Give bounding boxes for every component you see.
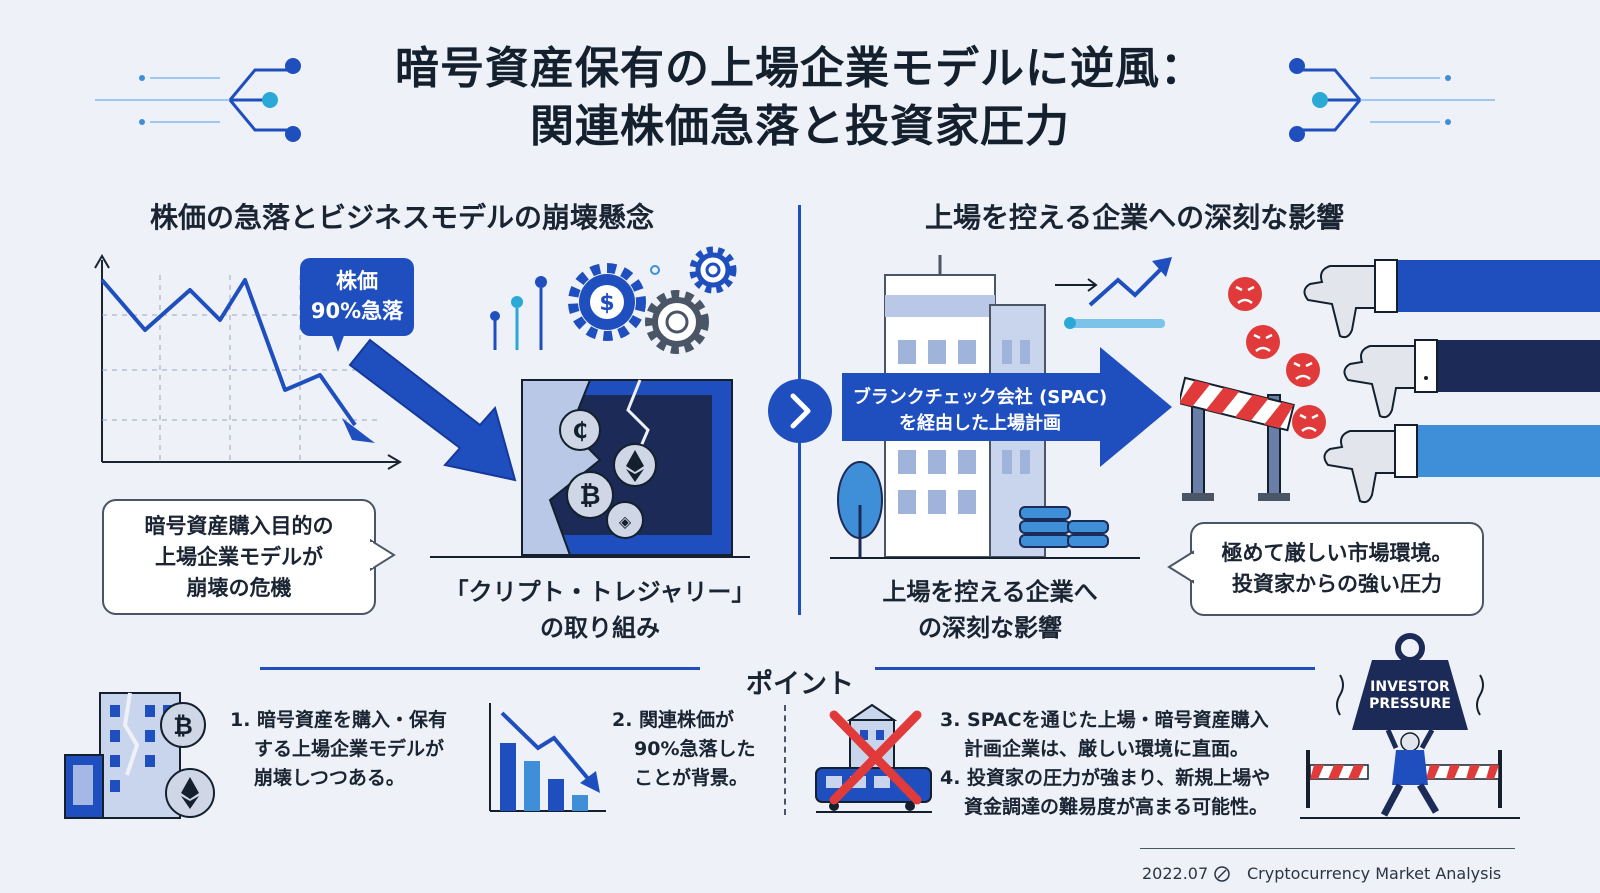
title-line-2: 関連株価急落と投資家圧力	[530, 101, 1070, 152]
spac-arrow-line-2: を経由した上場計画	[899, 413, 1061, 434]
ethereum-coin-icon	[613, 443, 657, 487]
spac-arrow-label: ブランクチェック会社 (SPAC) を経由した上場計画	[850, 385, 1110, 437]
chain-link-icon	[1214, 866, 1230, 882]
thumbs-down-icon-3	[1323, 424, 1600, 504]
point-3: 3. SPACを通じた上場・暗号資産購入 計画企業は、厳しい環境に直面。	[940, 706, 1269, 764]
ipo-impact-caption: 上場を控える企業へ の深刻な影響	[840, 574, 1140, 646]
footer-rule	[1140, 848, 1515, 849]
points-rule-left	[260, 667, 700, 670]
svg-text:$: $	[599, 291, 614, 316]
angry-face-icon	[1228, 277, 1262, 311]
investor-pressure-line-1: INVESTOR	[1370, 679, 1450, 695]
left-callout-line-3: 崩壊の危機	[186, 575, 292, 600]
barrier-icon	[1180, 376, 1295, 501]
circuit-node-icon-left	[95, 58, 301, 142]
right-section-heading: 上場を控える企業への深刻な影響	[925, 201, 1345, 234]
crypto-treasury-caption: 「クリプト・トレジャリー」 の取り組み	[440, 574, 760, 646]
footer-label: Cryptocurrency Market Analysis	[1247, 864, 1502, 883]
x-cross-icon	[829, 710, 922, 805]
gear-icon-small	[689, 246, 737, 294]
point-1-line-1: 1. 暗号資産を購入・保有	[230, 709, 448, 731]
crypto-vault: ₵ ₿ ◈	[430, 379, 750, 558]
left-callout-line-2: 上場企業モデルが	[155, 544, 323, 569]
growth-chart-icon	[1055, 257, 1172, 329]
big-drop-arrow	[330, 330, 517, 482]
chevron-right-icon	[768, 379, 832, 443]
point-1-line-2: する上場企業モデルが	[254, 738, 445, 760]
footer-date: 2022.07	[1142, 864, 1209, 883]
svg-text:₿: ₿	[579, 481, 600, 511]
svg-text:₵: ₵	[572, 419, 587, 444]
right-callout-tail	[1167, 550, 1194, 584]
angry-face-icon-2	[1246, 325, 1280, 359]
right-callout-line-1: 極めて厳しい市場環境。	[1221, 541, 1453, 565]
ethereum-coin-icon-small	[165, 768, 215, 818]
point-3-line-1: 3. SPACを通じた上場・暗号資産購入	[940, 709, 1269, 731]
bitcoin-coin-icon-small: ₿	[160, 702, 206, 748]
angry-face-icon-3	[1286, 353, 1320, 387]
page-title: 暗号資産保有の上場企業モデルに逆風： 関連株価急落と投資家圧力	[0, 40, 1600, 156]
point-2-line-2: 90%急落した	[634, 738, 756, 760]
points-heading: ポイント	[746, 669, 854, 700]
left-callout-line-1: 暗号資産購入目的の	[144, 513, 334, 538]
svg-text:₿: ₿	[173, 712, 193, 740]
right-callout: 極めて厳しい市場環境。 投資家からの強い圧力	[1190, 522, 1484, 616]
point-2-line-1: 2. 関連株価が	[612, 709, 735, 731]
cracked-building-icon: ₿	[64, 692, 215, 819]
weight-icon	[1352, 633, 1468, 730]
left-callout-tail	[370, 538, 396, 572]
drop-badge: 株価 90%急落	[300, 258, 414, 336]
drop-badge-line-1: 株価	[336, 269, 378, 293]
points-divider	[784, 705, 786, 815]
investor-pressure-line-2: PRESSURE	[1369, 696, 1451, 712]
point-2: 2. 関連株価が 90%急落した ことが背景。	[612, 706, 755, 793]
points-rule-right	[875, 667, 1315, 670]
point-1: 1. 暗号資産を購入・保有 する上場企業モデルが 崩壊しつつある。	[230, 706, 447, 793]
crypto-treasury-caption-line-2: の取り組み	[540, 614, 660, 642]
falling-bars-icon	[489, 703, 606, 812]
bitcoin-coin-icon: ₿	[566, 471, 614, 519]
point-3-line-2: 計画企業は、厳しい環境に直面。	[964, 738, 1250, 760]
gear-cluster: $	[490, 246, 737, 354]
tree-icon	[837, 461, 883, 557]
left-callout: 暗号資産購入目的の 上場企業モデルが 崩壊の危機	[102, 499, 376, 615]
dollar-gear-icon: $	[568, 263, 646, 341]
drop-badge-line-2: 90%急落	[310, 299, 404, 323]
coin-stack-icon	[1019, 506, 1109, 548]
right-callout-line-2: 投資家からの強い圧力	[1232, 572, 1442, 596]
thumbs-down-icon	[1303, 259, 1600, 339]
blocked-listing-icon	[815, 703, 932, 813]
spac-arrow	[842, 347, 1172, 467]
person-icon	[1380, 728, 1440, 817]
angry-faces	[1228, 277, 1326, 439]
spac-arrow-line-1: ブランクチェック会社 (SPAC)	[852, 387, 1108, 408]
crypto-treasury-caption-line-1: 「クリプト・トレジャリー」	[444, 578, 756, 606]
investor-pressure-label: INVESTOR PRESSURE	[1352, 679, 1468, 713]
investor-pressure-scene	[1300, 633, 1520, 819]
point-2-line-3: ことが背景。	[634, 767, 749, 789]
crypto-coin-icon-2: ◈	[606, 501, 644, 539]
circuit-node-icon-right	[1289, 58, 1495, 142]
point-1-line-3: 崩壊しつつある。	[254, 767, 405, 789]
angry-face-icon-4	[1292, 405, 1326, 439]
point-4-line-1: 4. 投資家の圧力が強まり、新規上場や	[940, 767, 1271, 789]
title-line-1: 暗号資産保有の上場企業モデルに逆風：	[395, 43, 1205, 94]
left-section-heading: 株価の急落とビジネスモデルの崩壊懸念	[150, 201, 655, 234]
thumbs-down-icon-2	[1343, 339, 1600, 419]
crypto-coin-icon: ₵	[559, 409, 601, 451]
ipo-impact-caption-line-2: の深刻な影響	[918, 614, 1062, 642]
svg-text:◈: ◈	[619, 512, 632, 531]
gear-icon	[645, 290, 709, 354]
thumbs-down-group	[1303, 259, 1600, 504]
point-4: 4. 投資家の圧力が強まり、新規上場や 資金調達の難易度が高まる可能性。	[940, 764, 1270, 822]
ipo-impact-caption-line-1: 上場を控える企業へ	[882, 578, 1098, 606]
point-4-line-2: 資金調達の難易度が高まる可能性。	[964, 796, 1269, 818]
